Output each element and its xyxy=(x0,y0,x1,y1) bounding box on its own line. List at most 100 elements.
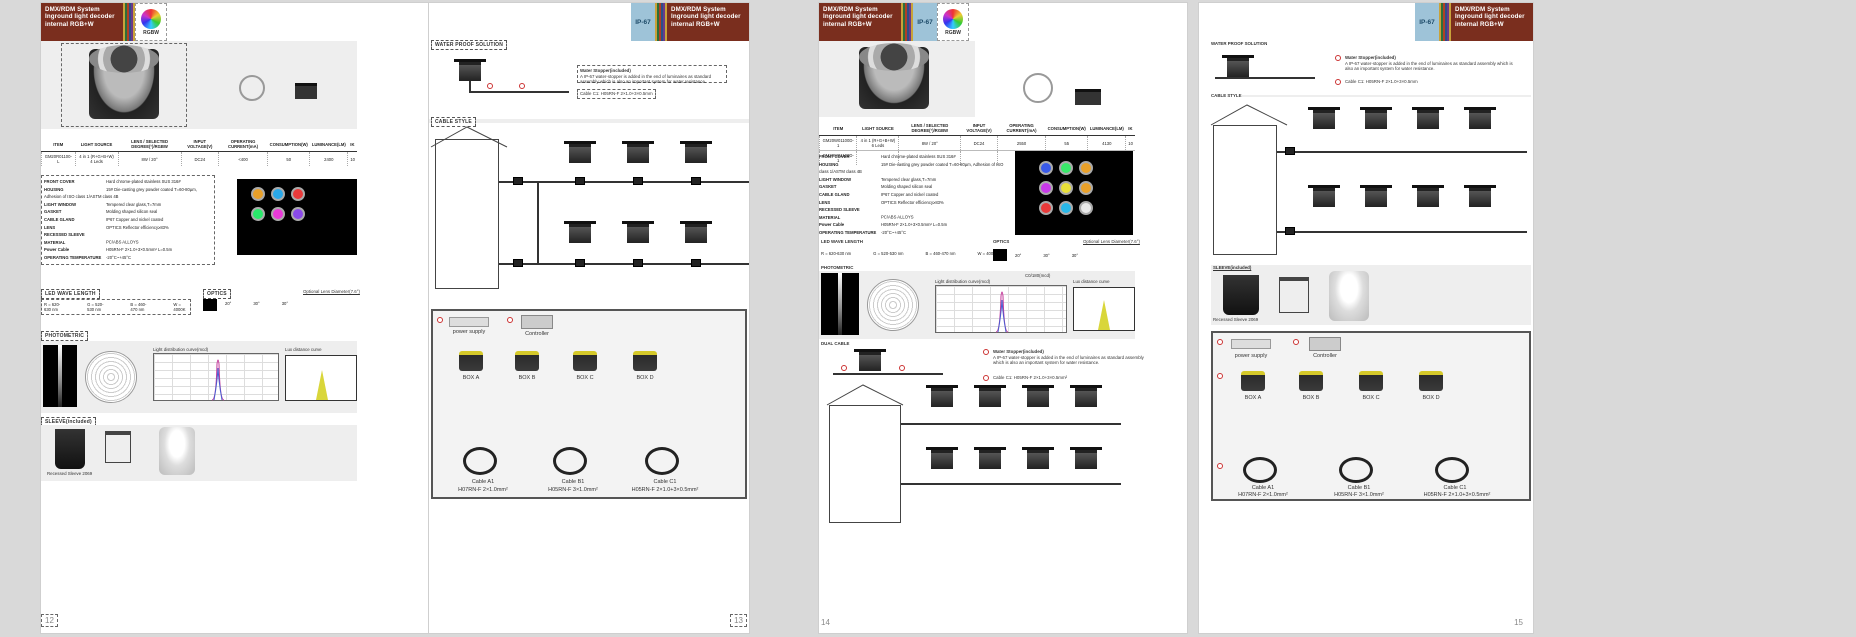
fixture-icon xyxy=(680,221,712,243)
section-water-proof: WATER PROOF SOLUTION xyxy=(1211,41,1268,46)
optics-degrees: 20°30°30° xyxy=(225,301,289,306)
top-view-drawing xyxy=(1023,73,1053,103)
beam-photo xyxy=(821,273,859,335)
fixture-icon xyxy=(454,59,486,81)
cable-a1-coil xyxy=(1243,457,1277,483)
color-stripes xyxy=(123,3,135,41)
side-view-drawing xyxy=(295,83,317,99)
beam-photo xyxy=(43,345,77,407)
installed-light-photo xyxy=(1329,271,1369,321)
rgbw-wheel-icon xyxy=(943,8,963,29)
page-number: 14 xyxy=(821,618,830,627)
color-demo-photo xyxy=(237,179,357,255)
house-outline xyxy=(435,139,499,289)
color-demo-photo xyxy=(1015,151,1133,235)
cable-c1-coil xyxy=(1435,457,1469,483)
rgbw-logo: RGBW xyxy=(937,3,969,41)
cable-b1-coil xyxy=(553,447,587,475)
main-bus-2 xyxy=(1277,231,1527,233)
water-stopper-note: Water Stopper(included)A IP-67 water-sto… xyxy=(1345,55,1513,72)
fixture-icon xyxy=(622,141,654,163)
fixture-icon xyxy=(680,141,712,163)
box-d-icon xyxy=(1419,371,1443,391)
page-header: DMX/RDM System Inground light decoder in… xyxy=(819,3,969,41)
page-12: DMX/RDM System Inground light decoder in… xyxy=(40,2,494,634)
wiring-kit-panel: power supply Controller BOX A BOX B BOX … xyxy=(431,309,747,499)
light-distribution-graph xyxy=(935,285,1067,333)
power-supply-icon xyxy=(449,317,489,327)
cable-c1-coil xyxy=(645,447,679,475)
page-header: IP-67 DMX/RDM System Inground light deco… xyxy=(1415,3,1533,41)
page-header: IP-67 DMX/RDM System Inground light deco… xyxy=(631,3,749,41)
section-photometric: PHOTOMETRIC xyxy=(41,331,89,341)
lux-cone xyxy=(316,370,328,400)
recessed-sleeve-photo xyxy=(55,429,85,469)
box-c-icon xyxy=(1359,371,1383,391)
fixture-icon xyxy=(564,141,596,163)
installed-light-photo xyxy=(159,427,195,475)
recessed-sleeve-photo xyxy=(1223,275,1259,315)
cable-a1-coil xyxy=(463,447,497,475)
section-dual-cable: DUAL CABLE xyxy=(821,341,850,346)
ip-badge: IP-67 xyxy=(631,3,655,41)
page-number: 13 xyxy=(730,614,747,627)
page-15: IP-67 DMX/RDM System Inground light deco… xyxy=(1198,2,1534,634)
section-led-wave: LED WAVE LENGTH xyxy=(821,239,863,244)
page-number: 12 xyxy=(41,614,58,627)
wiring-kit-panel: power supply Controller BOX A BOX B BOX … xyxy=(1211,331,1531,501)
water-stopper-note: Water Stopper(included)A IP-67 water-sto… xyxy=(993,349,1144,366)
fixture-icon xyxy=(622,221,654,243)
controller-icon xyxy=(521,315,553,329)
box-b-icon xyxy=(1299,371,1323,391)
main-bus-2 xyxy=(499,263,749,265)
house-outline xyxy=(1213,125,1277,255)
section-cable-style: CABLE STYLE xyxy=(1211,93,1242,99)
main-bus-1 xyxy=(499,181,749,183)
cable-b1-coil xyxy=(1339,457,1373,483)
lux-distance-table xyxy=(285,355,357,401)
page-13: IP-67 DMX/RDM System Inground light deco… xyxy=(428,2,750,634)
section-water-proof: WATER PROOF SOLUTION xyxy=(431,40,508,50)
page-number: 15 xyxy=(1514,618,1523,627)
ip-badge: IP-67 xyxy=(913,3,937,41)
water-stopper-note: Water Stopper(included) A IP-67 water-st… xyxy=(577,65,727,84)
polar-diagram xyxy=(85,351,137,403)
light-distribution-graph xyxy=(153,353,279,401)
box-c-icon xyxy=(573,351,597,371)
fixture-icon xyxy=(854,349,886,371)
section-optics: OPTICS xyxy=(203,289,231,299)
section-led-wave: LED WAVE LENGTH xyxy=(41,289,100,299)
optics-degrees: 20°30°30° xyxy=(1015,253,1079,258)
fixture-icon xyxy=(564,221,596,243)
junction-box xyxy=(513,177,523,185)
page-14: DMX/RDM System Inground light decoder in… xyxy=(818,2,1188,634)
house-outline xyxy=(829,405,901,523)
section-cable-style: CABLE STYLE xyxy=(431,117,476,127)
section-optics: OPTICS xyxy=(993,239,1010,244)
lamp-rim xyxy=(89,45,159,73)
main-bus-1 xyxy=(1277,151,1527,153)
sleeve-drawing xyxy=(1279,277,1309,313)
ip-badge: IP-67 xyxy=(1415,3,1439,41)
page-header: DMX/RDM System Inground light decoder in… xyxy=(41,3,167,41)
polar-diagram xyxy=(867,279,919,331)
controller-icon xyxy=(1309,337,1341,351)
lens-icon xyxy=(993,249,1007,261)
box-a-icon xyxy=(1241,371,1265,391)
rgbw-logo: RGBW xyxy=(135,3,167,41)
main-bus-1 xyxy=(901,423,1121,425)
section-sleeve: SLEEVE(included) xyxy=(1213,265,1252,270)
section-photometric: PHOTOMETRIC xyxy=(821,265,854,270)
lux-distance-table xyxy=(1073,287,1135,331)
brand-title: DMX/RDM System Inground light decoder in… xyxy=(41,3,123,41)
side-view-drawing xyxy=(1075,89,1101,105)
